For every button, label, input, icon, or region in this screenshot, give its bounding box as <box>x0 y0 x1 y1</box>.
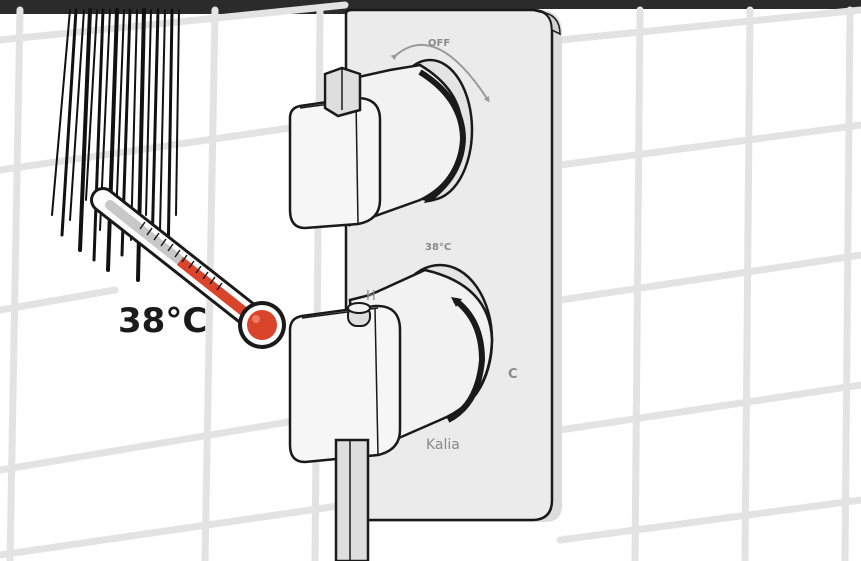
off-label: OFF <box>428 38 450 49</box>
temperature-label: 38°C <box>118 301 207 341</box>
temp-mark-label: 38°C <box>425 242 451 253</box>
brand-logo: Kalia <box>426 437 460 453</box>
hot-label: H <box>366 289 376 304</box>
cold-label: C <box>508 367 518 382</box>
shower-hose <box>336 440 368 561</box>
